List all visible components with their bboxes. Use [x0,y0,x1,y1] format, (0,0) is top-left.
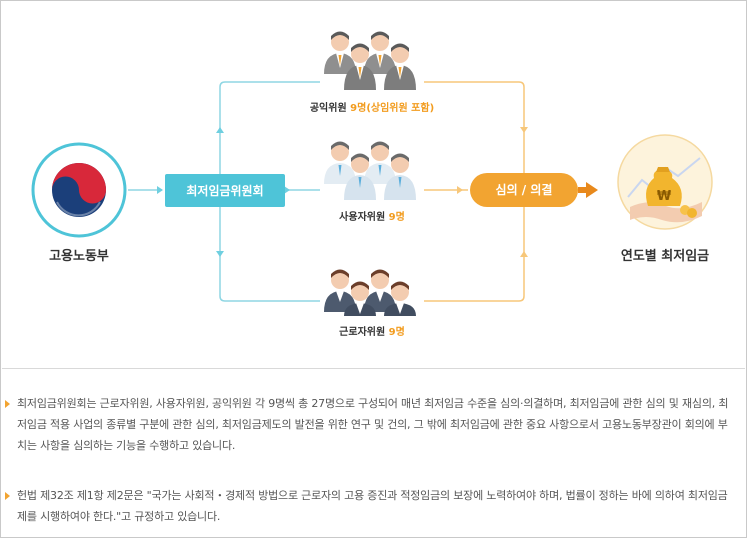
person-icon [324,31,356,74]
person-icon [384,153,416,200]
public-members-label: 공익위원 9명(상임위원 포함) [310,101,434,114]
won-icon: ₩ [657,189,672,204]
arrow-head [157,186,163,194]
arrow-head [520,127,528,133]
person-icon [344,153,376,200]
hand-icon [630,202,702,223]
worker-to-decision-line [424,206,525,302]
commission-label: 최저임금위원회 [186,183,263,198]
ministry-emblem [31,142,127,238]
employer-members-label: 사용자위원 9명 [339,210,405,223]
person-icon [384,281,416,316]
coin-icon [687,208,697,218]
arrow-head [216,127,224,133]
person-icon [344,281,376,316]
bullet-icon [5,492,10,500]
note-item: 최저임금위원회는 근로자위원, 사용자위원, 공익위원 각 9명씩 총 27명으… [5,393,737,456]
ministry-label: 고용노동부 [49,248,109,264]
arrow-head [586,182,598,198]
person-icon [364,31,396,74]
person-icon [364,141,396,184]
bullet-icon [5,400,10,408]
person-icon [344,43,376,90]
teal-arrowheads [157,127,290,257]
decision-label: 심의 / 의결 [496,182,553,197]
public-to-decision-line [424,81,525,174]
minimum-wage-process-diagram: 고용노동부 최저임금위원회 [2,2,745,369]
decision-to-result-arrow [578,182,598,198]
process-diagram-svg: 고용노동부 최저임금위원회 [31,31,713,338]
decision-pill-bg [470,173,578,207]
left-connectors [128,81,320,302]
note-item: 헌법 제32조 제1항 제2문은 "국가는 사회적・경제적 방법으로 근로자의 … [5,485,737,527]
minimum-wage-emblem: ₩ [617,134,713,230]
arrow-head [284,186,290,194]
taegeuk-red [52,163,106,204]
person-icon [324,141,356,184]
note-text: 최저임금위원회는 근로자위원, 사용자위원, 공익위원 각 9명씩 총 27명으… [17,397,729,452]
public-members-icon [324,31,416,90]
commission-to-worker-line [219,190,320,302]
decision-pill: 심의 / 의결 [470,173,578,207]
commission-box: 최저임금위원회 [165,174,285,207]
commission-to-public-line [219,81,320,190]
commission-box-bg [165,174,285,207]
arrow-head [457,186,463,194]
money-bag-icon [646,170,682,206]
person-icon [384,43,416,90]
result-label: 연도별 최저임금 [621,248,709,264]
worker-members-label: 근로자위원 9명 [339,325,405,338]
arrow-head [520,251,528,257]
worker-members-icon [324,269,416,316]
employer-members-icon [324,141,416,200]
orange-arrowheads [457,127,528,257]
arrow-head [216,251,224,257]
note-text: 헌법 제32조 제1항 제2문은 "국가는 사회적・경제적 방법으로 근로자의 … [17,489,728,523]
